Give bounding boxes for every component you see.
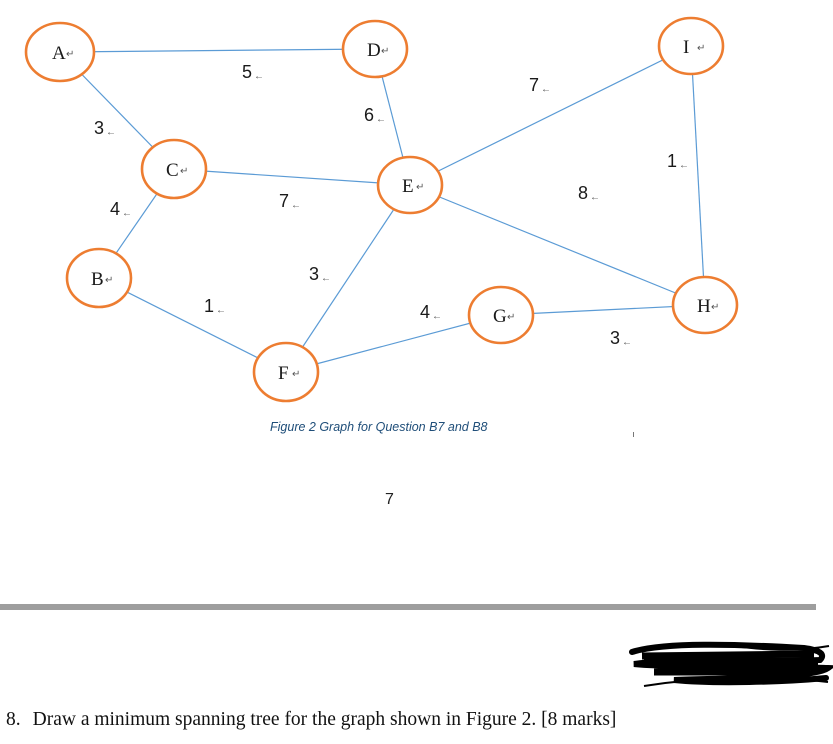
- return-mark: ↵: [697, 43, 705, 54]
- figure-caption: Figure 2 Graph for Question B7 and B8: [270, 420, 488, 434]
- node-circle: [657, 16, 725, 76]
- node-e: E↵: [376, 155, 444, 215]
- edge-e-f: [285, 184, 411, 373]
- paragraph-mark: ←: [106, 127, 116, 138]
- nodes-layer: A↵B↵C↵D↵E↵F↵G↵H↵I↵: [24, 16, 739, 403]
- edge-f-g: [285, 314, 502, 373]
- paragraph-mark: ←: [321, 273, 331, 284]
- weight-label-e-h: 8: [578, 183, 588, 203]
- node-label-c: C: [166, 160, 179, 181]
- paragraph-mark: ←: [216, 305, 226, 316]
- weight-label-c-e: 7: [279, 191, 289, 211]
- node-b: B↵: [65, 247, 133, 309]
- node-d: D↵: [341, 19, 409, 79]
- question-number: 8.: [6, 709, 21, 730]
- return-mark: ↵: [292, 369, 300, 380]
- return-mark: ↵: [105, 275, 113, 286]
- node-h: H↵: [671, 275, 739, 335]
- node-label-a: A: [52, 43, 66, 64]
- paragraph-mark: ←: [541, 84, 551, 95]
- node-circle: [65, 247, 133, 309]
- node-label-e: E: [402, 176, 414, 197]
- redaction-scribble: [629, 641, 833, 687]
- edge-e-h: [409, 184, 706, 306]
- paragraph-mark: ←: [254, 71, 264, 82]
- node-label-h: H: [697, 296, 711, 317]
- node-circle: [671, 275, 739, 335]
- paragraph-mark: ←: [376, 114, 386, 125]
- edge-a-d: [59, 48, 376, 53]
- node-c: C↵: [140, 138, 208, 200]
- edge-e-i: [409, 45, 692, 186]
- weight-label-b-f: 1: [204, 296, 214, 316]
- paragraph-mark: ←: [432, 311, 442, 322]
- node-label-g: G: [493, 306, 507, 327]
- return-mark: ↵: [180, 166, 188, 177]
- edge-i-h: [690, 45, 706, 306]
- question-8: 8. Draw a minimum spanning tree for the g…: [6, 709, 616, 731]
- graph-figure: A↵B↵C↵D↵E↵F↵G↵H↵I↵ 5←3←4←7←1←6←3←7←8←1←4…: [24, 16, 739, 403]
- paragraph-mark: ←: [590, 192, 600, 203]
- edge-b-f: [98, 277, 287, 373]
- node-circle: [140, 138, 208, 200]
- stray-mark: [633, 432, 634, 437]
- page-divider: [0, 604, 816, 610]
- weight-label-f-g: 4: [420, 302, 430, 322]
- node-circle: [341, 19, 409, 79]
- node-circle: [467, 285, 535, 345]
- node-circle: [24, 21, 96, 83]
- paragraph-mark: ←: [679, 160, 689, 171]
- return-mark: ↵: [507, 312, 515, 323]
- node-g: G↵: [467, 285, 535, 345]
- edge-c-e: [173, 168, 411, 186]
- weights-layer: 5←3←4←7←1←6←3←7←8←1←4←3←: [94, 62, 689, 348]
- weight-label-e-i: 7: [529, 75, 539, 95]
- return-mark: ↵: [66, 49, 74, 60]
- return-mark: ↵: [381, 46, 389, 57]
- node-f: F↵: [252, 341, 320, 403]
- node-circle: [376, 155, 444, 215]
- node-label-i: I: [683, 37, 689, 58]
- page-number: 7: [385, 491, 394, 508]
- edge-g-h: [500, 304, 706, 316]
- return-mark: ↵: [416, 182, 424, 193]
- weight-label-a-c: 3: [94, 118, 104, 138]
- question-text: Draw a minimum spanning tree for the gra…: [32, 709, 617, 730]
- weight-label-a-d: 5: [242, 62, 252, 82]
- node-label-b: B: [91, 269, 104, 290]
- weight-label-c-b: 4: [110, 199, 120, 219]
- weight-label-i-h: 1: [667, 151, 677, 171]
- weight-label-g-h: 3: [610, 328, 620, 348]
- paragraph-mark: ←: [122, 208, 132, 219]
- paragraph-mark: ←: [622, 337, 632, 348]
- node-i: I↵: [657, 16, 725, 76]
- paragraph-mark: ←: [291, 200, 301, 211]
- return-mark: ↵: [711, 302, 719, 313]
- weight-label-e-f: 3: [309, 264, 319, 284]
- node-a: A↵: [24, 21, 96, 83]
- node-label-d: D: [367, 40, 381, 61]
- node-circle: [252, 341, 320, 403]
- node-label-f: F: [278, 363, 289, 384]
- edges-layer: [59, 45, 706, 373]
- weight-label-d-e: 6: [364, 105, 374, 125]
